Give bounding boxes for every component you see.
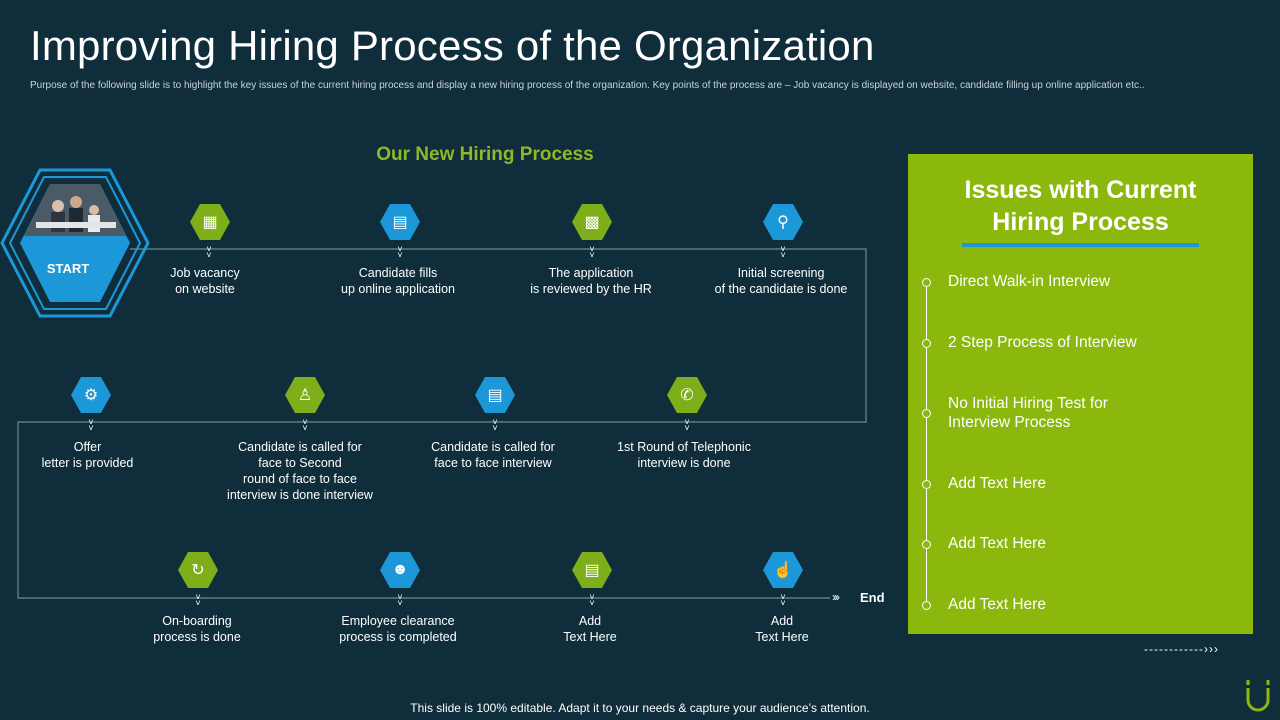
chevron-down-icon: ˅˅ [302,417,308,433]
issue-bullet-icon [922,409,931,418]
issue-bullet-icon [922,278,931,287]
dashed-arrow-icon: ------------››› [1144,642,1219,656]
chevron-down-icon: ˅˅ [684,417,690,433]
step-label-onboarding: On-boarding process is done [153,614,241,644]
issues-panel: Issues with Current Hiring Process Direc… [908,154,1253,634]
issue-item: No Initial Hiring Test for Interview Pro… [948,395,1108,431]
issues-timeline [926,282,927,606]
step-label-initial-screening: Initial screening of the candidate is do… [714,266,848,296]
issue-bullet-icon [922,339,931,348]
process-heading: Our New Hiring Process [376,144,594,165]
step-label-employee-clearance: Employee clearance process is completed [339,614,457,644]
issue-item: Add Text Here [948,475,1046,492]
step-label-second-round: Candidate is called for face to Second r… [227,440,373,502]
clipboard-icon: ▤ [572,552,612,588]
flow-line-row1 [17,248,867,599]
step-label-add-text-2: Add Text Here [755,614,809,644]
end-arrow-icon: ››› [832,590,840,604]
monitor-icon: ▦ [190,204,230,240]
chevron-down-icon: ˅˅ [397,592,403,608]
step-label-application-review: The application is reviewed by the HR [530,266,652,296]
chevron-down-icon: ˅˅ [206,244,212,260]
slide-subtitle: Purpose of the following slide is to hig… [30,80,1145,91]
chevron-down-icon: ˅˅ [88,417,94,433]
phone-icon: ✆ [667,377,707,413]
onboarding-icon: ↻ [178,552,218,588]
chevron-down-icon: ˅˅ [589,592,595,608]
step-label-face-to-face: Candidate is called for face to face int… [431,440,555,470]
issue-item: Direct Walk-in Interview [948,273,1111,290]
step-label-online-application: Candidate fills up online application [341,266,455,296]
logo-icon [1246,680,1270,712]
start-hexagon [0,168,150,318]
step-label-add-text-1: Add Text Here [563,614,617,644]
issues-title: Issues with Current Hiring Process [964,176,1197,236]
chevron-down-icon: ˅˅ [589,244,595,260]
issue-bullet-icon [922,480,931,489]
slide-title: Improving Hiring Process of the Organiza… [30,22,875,69]
search-icon: ⚲ [763,204,803,240]
step-label-offer-letter: Offer letter is provided [41,440,134,470]
chevron-down-icon: ˅˅ [492,417,498,433]
issues-underline [962,243,1199,247]
issue-item: Add Text Here [948,535,1046,552]
thumbs-up-icon: ☝ [763,552,803,588]
step-label-telephonic-round: 1st Round of Telephonic interview is don… [617,440,751,470]
issue-item: 2 Step Process of Interview [948,334,1137,351]
chevron-down-icon: ˅˅ [780,592,786,608]
chevron-down-icon: ˅˅ [195,592,201,608]
start-label: START [46,261,90,276]
footer-note: This slide is 100% editable. Adapt it to… [410,701,870,715]
end-label: End [860,590,885,605]
issue-bullet-icon [922,540,931,549]
chevron-down-icon: ˅˅ [397,244,403,260]
step-label-job-vacancy: Job vacancy on website [170,266,240,296]
chevron-down-icon: ˅˅ [780,244,786,260]
issue-item: Add Text Here [948,596,1046,613]
review-icon: ▩ [572,204,612,240]
issue-bullet-icon [922,601,931,610]
